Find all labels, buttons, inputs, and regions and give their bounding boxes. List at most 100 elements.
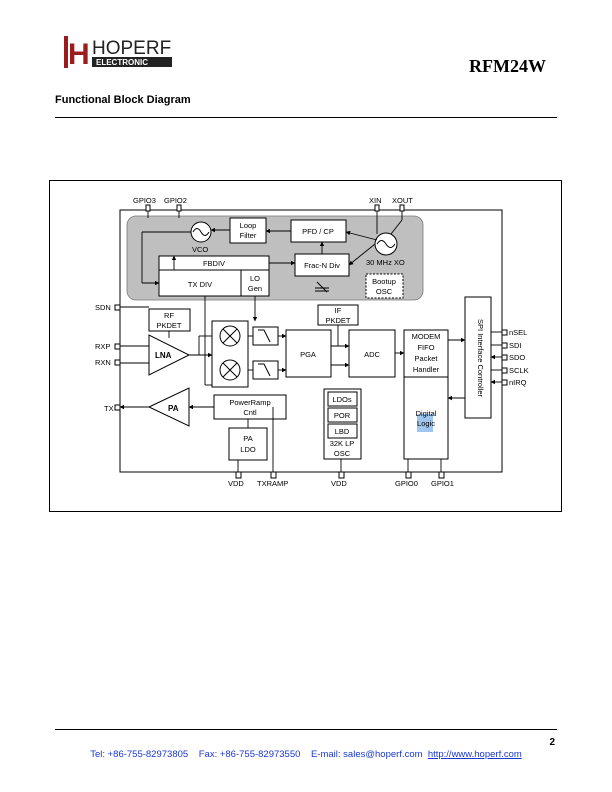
pin-label-gpio2: GPIO2 bbox=[164, 196, 187, 205]
svg-text:PKDET: PKDET bbox=[156, 321, 181, 330]
svg-text:Frac-N Div: Frac-N Div bbox=[304, 261, 340, 270]
vco-label: VCO bbox=[192, 245, 208, 254]
svg-text:Logic: Logic bbox=[417, 419, 435, 428]
lo-gen-block bbox=[240, 269, 270, 297]
svg-text:PowerRamp: PowerRamp bbox=[229, 398, 270, 407]
logo-text: HOPERF bbox=[92, 38, 171, 59]
pin-label-sdo: SDO bbox=[509, 353, 525, 362]
svg-text:LBD: LBD bbox=[335, 427, 350, 436]
pin-label-nirq: nIRQ bbox=[509, 378, 527, 387]
svg-text:TX DIV: TX DIV bbox=[188, 280, 212, 289]
footer-fax: Fax: +86-755-82973550 bbox=[198, 749, 301, 760]
pin-xin bbox=[374, 204, 380, 212]
svg-text:30 MHz XO: 30 MHz XO bbox=[366, 258, 405, 267]
pin-label-rxn: RXN bbox=[95, 358, 111, 367]
svg-text:RF: RF bbox=[164, 311, 174, 320]
pin-xout bbox=[399, 204, 405, 212]
svg-text:FBDIV: FBDIV bbox=[203, 259, 225, 268]
pa-ldo-block bbox=[228, 427, 268, 461]
diagram-frame bbox=[49, 180, 562, 512]
spi-controller-block bbox=[464, 296, 492, 419]
pin-label-xin: XIN bbox=[369, 196, 382, 205]
svg-text:Handler: Handler bbox=[413, 365, 440, 374]
header-rule bbox=[55, 117, 557, 118]
svg-text:Packet: Packet bbox=[415, 354, 439, 363]
svg-text:PKDET: PKDET bbox=[325, 316, 350, 325]
svg-text:PA: PA bbox=[168, 404, 179, 413]
svg-text:LDOs: LDOs bbox=[332, 395, 351, 404]
pin-label-vdd-pa: VDD bbox=[228, 479, 244, 488]
pin-label-sdn: SDN bbox=[95, 303, 111, 312]
svg-text:Digital: Digital bbox=[416, 409, 437, 418]
footer-website-link[interactable]: http://www.hoperf.com bbox=[427, 749, 522, 760]
svg-text:LNA: LNA bbox=[155, 351, 172, 360]
pin-gpio0 bbox=[405, 471, 412, 479]
pin-tx bbox=[114, 404, 121, 411]
section-title: Functional Block Diagram bbox=[55, 94, 191, 106]
adc-block bbox=[348, 329, 396, 378]
pin-txramp bbox=[270, 471, 277, 479]
pin-gpio1 bbox=[438, 471, 445, 479]
page-number: 2 bbox=[549, 737, 555, 748]
svg-text:PFD / CP: PFD / CP bbox=[302, 227, 334, 236]
svg-text:Bootup: Bootup bbox=[372, 277, 396, 286]
pin-label-vdd: VDD bbox=[331, 479, 347, 488]
svg-text:OSC: OSC bbox=[334, 449, 351, 458]
logo-subtext: ELECTRONIC bbox=[96, 58, 148, 67]
svg-text:ADC: ADC bbox=[364, 350, 380, 359]
svg-text:H: H bbox=[68, 38, 90, 71]
pin-label-gpio3: GPIO3 bbox=[133, 196, 156, 205]
svg-text:IF: IF bbox=[335, 306, 342, 315]
pin-nirq bbox=[501, 379, 508, 386]
svg-text:Loop: Loop bbox=[240, 221, 257, 230]
svg-text:OSC: OSC bbox=[376, 287, 393, 296]
pga-block bbox=[285, 329, 332, 378]
pin-label-nsel: nSEL bbox=[509, 328, 527, 337]
pin-nsel bbox=[501, 329, 508, 336]
footer-contact: Tel: +86-755-82973805 Fax: +86-755-82973… bbox=[0, 749, 612, 760]
svg-text:SPI Interface Controller: SPI Interface Controller bbox=[476, 319, 485, 397]
footer-email[interactable]: E-mail: sales@hoperf.com bbox=[310, 749, 423, 760]
svg-text:POR: POR bbox=[334, 411, 351, 420]
pin-label-sclk: SCLK bbox=[509, 366, 529, 375]
pin-vdd-pa bbox=[235, 471, 242, 479]
lna-amplifier bbox=[148, 334, 191, 376]
pin-label-tx: TX bbox=[104, 404, 114, 413]
svg-text:32K LP: 32K LP bbox=[330, 439, 355, 448]
filter-i bbox=[252, 326, 279, 346]
pin-sdn bbox=[114, 304, 121, 311]
pin-sdo bbox=[501, 354, 508, 361]
svg-text:Cntl: Cntl bbox=[243, 408, 257, 417]
pin-label-txramp: TXRAMP bbox=[257, 479, 288, 488]
footer-rule bbox=[55, 729, 557, 730]
modem-block bbox=[403, 329, 449, 378]
svg-text:FIFO: FIFO bbox=[417, 343, 434, 352]
pin-vdd bbox=[338, 471, 345, 479]
svg-text:PGA: PGA bbox=[300, 350, 316, 359]
pin-rxn bbox=[114, 359, 121, 366]
block-diagram: GPIO3 GPIO2 XIN XOUT VCO Loop Filter PFD… bbox=[95, 196, 529, 488]
pin-rxp bbox=[114, 343, 121, 350]
document-title: RFM24W bbox=[469, 56, 546, 76]
bootup-osc-block bbox=[365, 273, 404, 299]
svg-text:Gen: Gen bbox=[248, 284, 262, 293]
rf-pkdet-block bbox=[148, 308, 191, 332]
svg-text:LDO: LDO bbox=[240, 445, 256, 454]
pin-label-rxp: RXP bbox=[95, 342, 110, 351]
svg-text:MODEM: MODEM bbox=[412, 332, 441, 341]
pin-gpio2 bbox=[176, 204, 182, 212]
svg-text:PA: PA bbox=[243, 434, 252, 443]
filter-q bbox=[252, 360, 279, 380]
svg-text:LO: LO bbox=[250, 274, 260, 283]
pin-gpio3 bbox=[145, 204, 151, 212]
pin-sclk bbox=[501, 367, 508, 374]
svg-text:Filter: Filter bbox=[240, 231, 257, 240]
footer-tel: Tel: +86-755-82973805 bbox=[90, 749, 189, 760]
pin-sdi bbox=[501, 342, 508, 349]
pin-label-xout: XOUT bbox=[392, 196, 413, 205]
hoperf-logo: H HOPERF ELECTRONIC bbox=[64, 30, 176, 74]
loop-filter-block bbox=[229, 217, 267, 244]
pin-label-gpio1: GPIO1 bbox=[431, 479, 454, 488]
pin-label-sdi: SDI bbox=[509, 341, 522, 350]
pin-label-gpio0: GPIO0 bbox=[395, 479, 418, 488]
